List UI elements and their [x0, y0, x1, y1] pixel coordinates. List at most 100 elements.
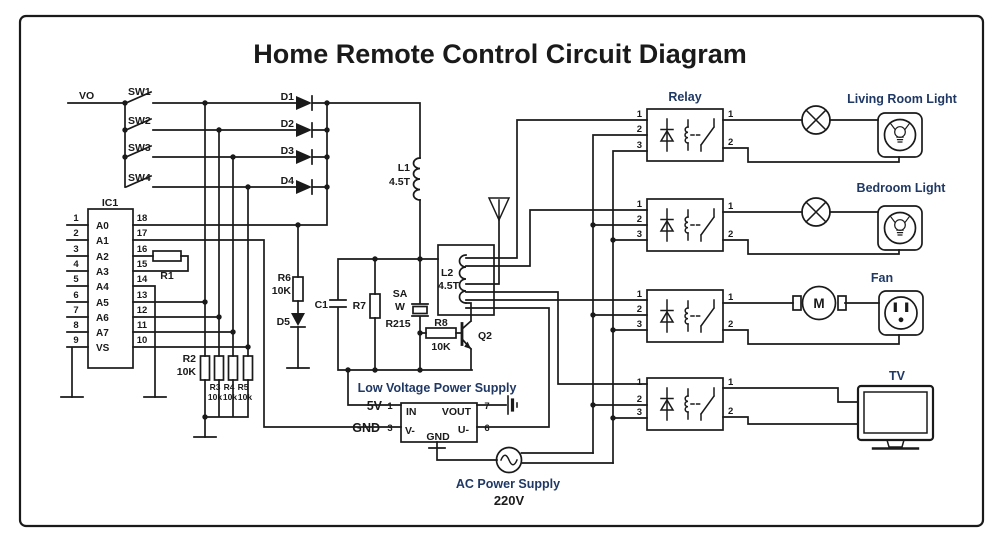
relay-pin: 1	[728, 109, 734, 120]
relay-pin: 1	[728, 201, 734, 212]
relay-pin: 3	[637, 319, 642, 330]
ic-pin: 7	[73, 305, 78, 316]
ic1-label: IC1	[102, 197, 119, 209]
ps-gnd-label: GND	[352, 421, 380, 435]
living-room-light-label: Living Room Light	[847, 92, 958, 106]
diagram-title: Home Remote Control Circuit Diagram	[253, 39, 747, 69]
transistor-icon	[460, 322, 471, 349]
ps-pin7: 7	[484, 401, 489, 412]
crystal-icon	[412, 305, 428, 315]
ac-voltage-label: 220V	[494, 493, 525, 508]
wires-transmitter	[66, 90, 421, 438]
ic-pin: 17	[137, 228, 148, 239]
r1-label: R1	[160, 270, 174, 282]
relay-pin: 2	[637, 304, 642, 315]
r7-label: R7	[353, 300, 367, 312]
resistor-icon	[369, 293, 381, 319]
ic-port: A4	[96, 282, 109, 293]
ic-pin: 15	[137, 259, 148, 270]
switch-label-sw2: SW2	[128, 115, 151, 127]
relay-pin: 2	[728, 319, 733, 330]
ic-pin: 8	[73, 320, 78, 331]
switch-label-sw4: SW4	[128, 172, 151, 184]
ps-pin1: 1	[387, 401, 393, 412]
relay-pin: 1	[637, 109, 643, 120]
resistor-icon	[425, 327, 457, 339]
r3-label: R3	[210, 382, 221, 392]
ic-pin: 13	[137, 290, 148, 301]
wires-relay-buses	[493, 119, 648, 464]
power-supply-box	[400, 402, 478, 443]
resistor-icon	[292, 276, 304, 302]
r5-label: R5	[238, 382, 249, 392]
ps-pin6: 6	[484, 423, 489, 434]
ic-pin: 4	[73, 259, 79, 270]
ic-pin: 6	[73, 290, 78, 301]
ic-chip	[87, 208, 134, 369]
wires-oscillator	[329, 219, 614, 464]
l2-value: 4.5T	[438, 280, 460, 292]
resistor-icon	[242, 355, 254, 381]
relay-pin: 2	[728, 137, 733, 148]
ic-pin: 2	[73, 228, 78, 239]
light-fixture-icon	[877, 205, 923, 251]
ps-vout-label: VOUT	[442, 406, 472, 418]
resistor-icon	[199, 355, 211, 381]
ps-vminus-label: V-	[405, 425, 415, 437]
ic-pin: 12	[137, 305, 148, 316]
d5-label: D5	[277, 316, 291, 328]
lamp-icon	[801, 197, 831, 227]
relay-pin: 3	[637, 407, 642, 418]
r6-label: R6	[278, 272, 292, 284]
ic-pin: 9	[73, 335, 78, 346]
relay-box	[646, 198, 724, 252]
q2-label: Q2	[478, 330, 492, 342]
inductor-icon	[412, 157, 421, 201]
outlet-icon	[878, 290, 924, 336]
relay-pin: 2	[728, 406, 733, 417]
bulb-icon	[889, 122, 911, 143]
ps-gnd-inner-label: GND	[426, 431, 450, 443]
r3-value: 10k	[208, 392, 222, 402]
relay-box	[646, 108, 724, 162]
diode-icon	[296, 95, 313, 195]
diode-icon	[290, 313, 306, 328]
relay-pin: 3	[637, 140, 642, 151]
switch-label-sw1: SW1	[128, 86, 151, 98]
relay-pin: 2	[637, 124, 642, 135]
ic-port: A0	[96, 221, 109, 232]
ic-pin: 11	[137, 320, 148, 331]
ic-port: VS	[96, 343, 110, 354]
crystal-label-1: SA	[393, 288, 408, 300]
ps-uminus-label: U-	[458, 424, 470, 436]
relay-pin: 2	[728, 229, 733, 240]
relay-pin: 2	[637, 394, 642, 405]
ic-pin: 16	[137, 244, 148, 255]
r4-label: R4	[224, 382, 235, 392]
ps-5v-label: 5V	[367, 399, 383, 413]
ac-supply-label: AC Power Supply	[456, 477, 560, 491]
ps-pin3: 3	[387, 423, 392, 434]
wires-loads	[722, 119, 900, 425]
ic-port: A2	[96, 252, 109, 263]
light-fixture-icon	[877, 112, 923, 158]
ic-pin: 10	[137, 335, 148, 346]
crystal-label-2: W	[395, 301, 405, 313]
ic-pin: 18	[137, 213, 148, 224]
fan-label: Fan	[871, 271, 893, 285]
ic-port: A7	[96, 328, 109, 339]
r6-value: 10K	[272, 285, 292, 297]
ic-port: A5	[96, 298, 109, 309]
power-supply-title: Low Voltage Power Supply	[358, 381, 517, 395]
lamp-icon	[801, 105, 831, 135]
relay-pin: 1	[728, 377, 734, 388]
diode-label-d2: D2	[281, 118, 295, 130]
motor-icon: M	[792, 285, 847, 321]
r4-value: 10k	[223, 392, 237, 402]
l1-label: L1	[398, 162, 410, 174]
inductor-icon	[458, 254, 467, 304]
relay-box	[646, 377, 724, 431]
r2-value: 10K	[177, 366, 197, 378]
l2-label: L2	[441, 267, 453, 279]
